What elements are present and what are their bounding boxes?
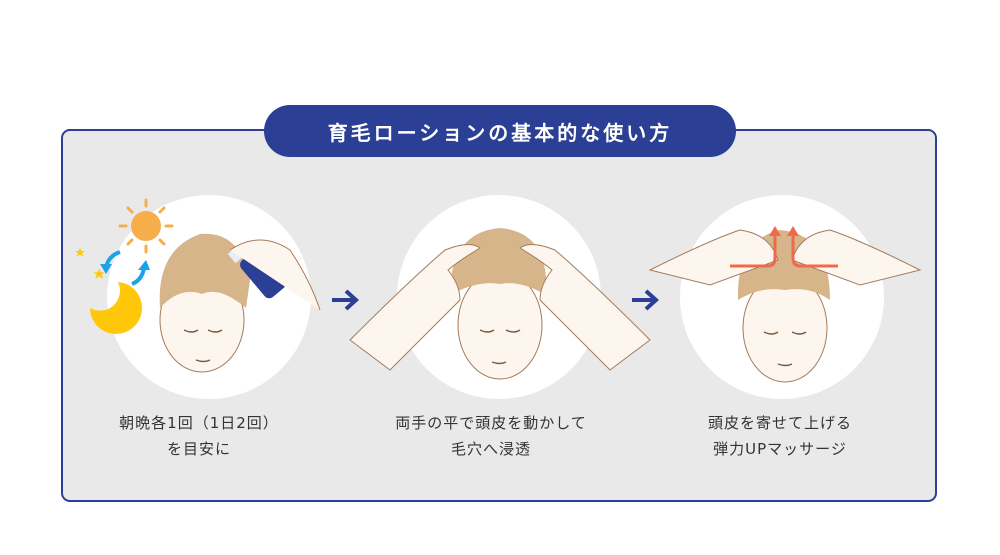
- step-3-label: 頭皮を寄せて上げる 弾力UPマッサージ: [640, 410, 920, 462]
- next-arrow-icon: [632, 289, 659, 311]
- next-arrow-icon: [332, 289, 359, 311]
- sun-icon: [118, 198, 174, 254]
- step-1-label-line1: 朝晩各1回（1日2回）: [119, 414, 279, 432]
- step-1-illustration: [75, 198, 321, 373]
- step-3-label-line1: 頭皮を寄せて上げる: [707, 414, 852, 432]
- step-2-label-line1: 両手の平で頭皮を動かして: [395, 414, 587, 432]
- lift-arrows-icon: [730, 226, 838, 268]
- hands-massage-icon: [349, 228, 651, 380]
- page-title: 育毛ローションの基本的な使い方: [264, 105, 736, 157]
- step-1-label: 朝晩各1回（1日2回） を目安に: [59, 410, 339, 462]
- step-2-label: 両手の平で頭皮を動かして 毛穴へ浸透: [351, 410, 631, 462]
- step-3-illustration: [648, 226, 922, 383]
- moon-icon: [75, 247, 142, 334]
- step-3-label-line2: 弾力UPマッサージ: [713, 440, 847, 458]
- step-2-illustration: [349, 228, 651, 380]
- cycle-arrows-icon: [100, 250, 150, 286]
- step-1-label-line2: を目安に: [166, 440, 231, 458]
- page-title-text: 育毛ローションの基本的な使い方: [327, 120, 673, 145]
- step-2-label-line2: 毛穴へ浸透: [450, 440, 531, 458]
